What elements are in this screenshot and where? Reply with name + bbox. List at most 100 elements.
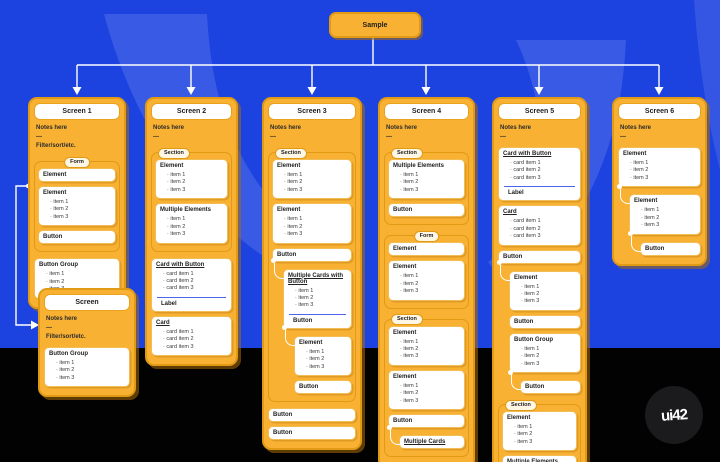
card-with-button-card[interactable]: Card with Buttoncard item 1card item 2ca…: [151, 257, 232, 312]
element-box[interactable]: Element: [388, 242, 465, 257]
element-box[interactable]: Elementitem 1item 2item 3: [629, 194, 701, 235]
multiple-elements-box[interactable]: Multiple Elementsitem 1item 2item 3: [155, 203, 228, 244]
list-item: item 2: [167, 179, 223, 186]
button-group-box[interactable]: Button Groupitem 1item 2item 3: [44, 347, 130, 388]
button-box[interactable]: Button: [268, 426, 356, 441]
list-item: item 1: [400, 383, 460, 390]
card-with-button-card[interactable]: Card with Buttoncard item 1card item 2ca…: [498, 147, 581, 202]
box-label: Element: [514, 274, 538, 281]
element-box[interactable]: Elementitem 1item 2item 3: [502, 411, 577, 452]
screen-title[interactable]: Screen 6: [618, 103, 701, 120]
item-list: item 1item 2item 3: [284, 172, 347, 194]
section-section: SectionElementitem 1item 2item 3Multiple…: [151, 147, 232, 252]
button-box[interactable]: Button: [388, 414, 465, 429]
branch-connector: [508, 369, 521, 391]
box-label: Element: [277, 163, 301, 169]
item-list: item 1item 2item 3: [521, 284, 576, 306]
element-box[interactable]: Element item 1item 2item 3: [272, 159, 352, 200]
card-title: Card with Button: [156, 261, 205, 268]
list-item: item 3: [167, 187, 223, 194]
button-box[interactable]: Button: [38, 230, 116, 245]
element-box[interactable]: Elementitem 1item 2item 3: [388, 369, 465, 411]
card-card[interactable]: Cardcard item 1card item 2card item 3: [498, 205, 581, 246]
multiple-elements-box[interactable]: Multiple Elementsitem 1item 2item 3: [388, 159, 465, 200]
screen-title[interactable]: Screen 1: [34, 103, 120, 120]
button-box[interactable]: Button: [498, 249, 581, 264]
button-group-box[interactable]: Button Groupitem 1item 2item 3: [509, 332, 581, 374]
list-item: item 1: [514, 424, 572, 431]
child-group: Multiple Cards: [387, 424, 465, 450]
note-line: Notes here: [153, 125, 185, 131]
section-chip: Section: [391, 147, 423, 159]
list-item: card item 2: [510, 167, 576, 174]
button-box[interactable]: Button: [294, 380, 352, 395]
branch-connector: [497, 260, 510, 281]
note-line: Notes here: [270, 125, 302, 131]
button-box[interactable]: Button: [272, 247, 352, 262]
element-box[interactable]: Element: [38, 168, 116, 182]
element-box[interactable]: Elementitem 1item 2item 3: [388, 260, 465, 301]
multiple-elements-box[interactable]: Multiple Elementsitem 1item 2item 3: [502, 455, 577, 462]
card-title: Card: [503, 209, 517, 216]
screen-title[interactable]: Screen 2: [151, 103, 232, 120]
list-item: item 1: [284, 172, 347, 179]
multiple-cards-card[interactable]: Multiple Cards: [399, 435, 465, 450]
screen-title[interactable]: Screen 3: [268, 103, 356, 120]
box-label: Element: [160, 163, 184, 169]
screen-title[interactable]: Screen: [44, 294, 130, 311]
list-item: item 3: [400, 187, 460, 194]
button-box[interactable]: Button: [268, 408, 356, 423]
button-box[interactable]: Button: [520, 380, 581, 395]
child-group: Button: [508, 369, 581, 395]
screen-card-screen-6[interactable]: Screen 6 Notes here— Elementitem 1item 2it…: [612, 97, 707, 266]
button-box[interactable]: Button: [509, 314, 581, 329]
element-box[interactable]: Element item 1item 2item 3: [509, 270, 581, 311]
screen-title[interactable]: Screen 4: [384, 103, 469, 120]
element-box[interactable]: Elementitem 1item 2item 3: [272, 203, 352, 244]
form-section: FormElementElementitem 1item 2item 3 Butt…: [34, 156, 120, 253]
list-item: item 3: [284, 231, 347, 238]
list-item: item 2: [56, 367, 125, 374]
multiple-cards-with-button-card[interactable]: Multiple Cards with Buttonitem 1item 2it…: [283, 268, 352, 329]
arrow-down-icon: [421, 87, 431, 95]
branch-connector: [617, 183, 630, 205]
list-item: item 3: [521, 298, 576, 305]
child-group: Button: [628, 231, 701, 256]
note-line: Filter/sort/etc.: [46, 334, 86, 340]
element-box[interactable]: Elementitem 1item 2item 3: [38, 186, 116, 227]
element-box[interactable]: Elementitem 1item 2item 3: [388, 325, 465, 366]
root-node[interactable]: Sample: [329, 12, 421, 38]
element-box[interactable]: Elementitem 1item 2item 3: [294, 335, 352, 377]
button-divider: [289, 313, 346, 315]
child-group: Elementitem 1item 2item 3 Button: [617, 183, 701, 256]
list-item: item 2: [284, 224, 347, 231]
card-card[interactable]: Cardcard item 1card item 2card item 3: [151, 315, 232, 357]
element-box[interactable]: Elementitem 1item 2item 3: [618, 147, 701, 188]
box-label: Button: [299, 384, 319, 391]
arrow-right-icon: [31, 320, 39, 330]
list-item: item 2: [46, 279, 115, 286]
note-line: Notes here: [46, 316, 78, 322]
button-box[interactable]: Button: [388, 203, 465, 218]
notes: Notes here—: [620, 124, 699, 142]
section-chip: Form: [64, 156, 90, 168]
arrow-down-icon: [72, 87, 82, 95]
list-item: item 3: [641, 222, 696, 229]
item-list: card item 1card item 2card item 3: [163, 329, 227, 351]
section-section: SectionElementitem 1item 2item 3Elementi…: [384, 314, 469, 458]
item-list: card item 1card item 2card item 3: [510, 160, 576, 182]
element-box[interactable]: Elementitem 1item 2item 3: [155, 159, 228, 200]
branch-connector: [387, 424, 400, 446]
screen-title[interactable]: Screen 5: [498, 103, 581, 120]
button-box[interactable]: Button: [640, 241, 701, 256]
item-list: item 1item 2item 3: [284, 216, 347, 238]
box-label: Button: [503, 253, 523, 260]
